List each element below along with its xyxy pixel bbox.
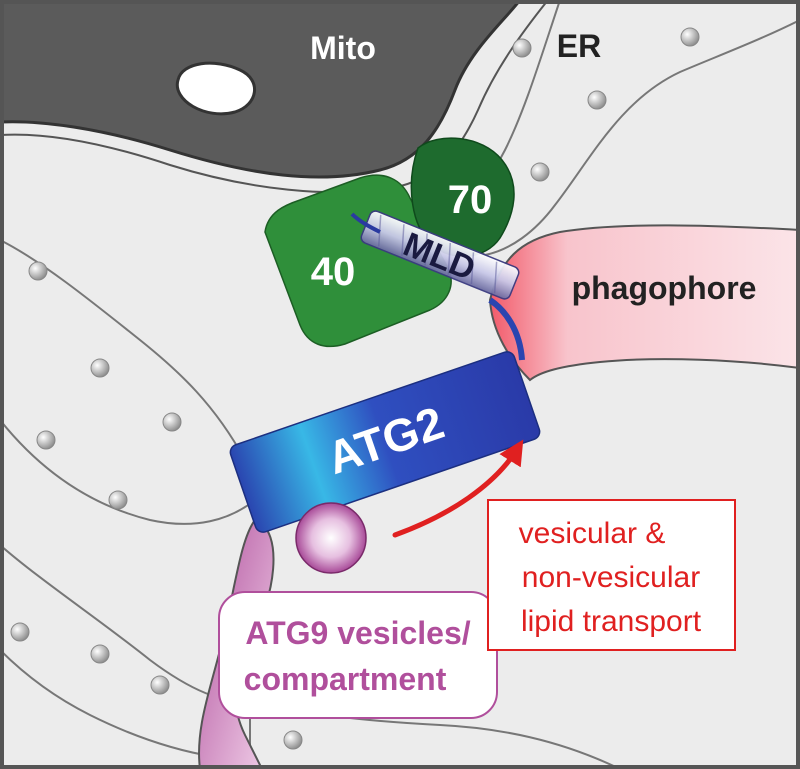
atg9-label-line-1: ATG9 vesicles/ [245, 615, 470, 651]
transport-label-line-1: vesicular & [519, 517, 666, 550]
tom40-label: 40 [311, 250, 356, 294]
mitochondrion [0, 0, 522, 179]
atg9-label-line-2: compartment [244, 661, 447, 697]
ribosome [512, 38, 532, 58]
ribosome [90, 358, 110, 378]
ribosome [530, 162, 550, 182]
phagophore-label: phagophore [572, 270, 757, 306]
er-label: ER [557, 28, 601, 64]
atg9-label-box [218, 591, 498, 719]
ribosome [108, 490, 128, 510]
ribosomes [10, 27, 700, 750]
phagophore [488, 224, 800, 382]
ribosome [162, 412, 182, 432]
er-upper [448, 0, 800, 257]
atg9-vesicle [295, 502, 367, 574]
atg2-tail [488, 297, 525, 361]
ribosome [680, 27, 700, 47]
ribosome [150, 675, 170, 695]
mito-label: Mito [310, 30, 376, 66]
ribosome [283, 730, 303, 750]
tom70-label: 70 [448, 178, 493, 222]
tom70-protein [410, 137, 515, 257]
mito-crista [175, 61, 257, 116]
mld-tail [350, 212, 381, 234]
transport-label-line-3: lipid transport [521, 605, 702, 638]
ribosome [587, 90, 607, 110]
atg2-protein [229, 351, 541, 533]
ribosome [36, 430, 56, 450]
ribosome [10, 622, 30, 642]
transport-label-line-2: non-vesicular [522, 561, 700, 594]
ribosome [28, 261, 48, 281]
transport-label-box [487, 499, 736, 651]
transport-arrow [392, 439, 524, 538]
ribosome [90, 644, 110, 664]
